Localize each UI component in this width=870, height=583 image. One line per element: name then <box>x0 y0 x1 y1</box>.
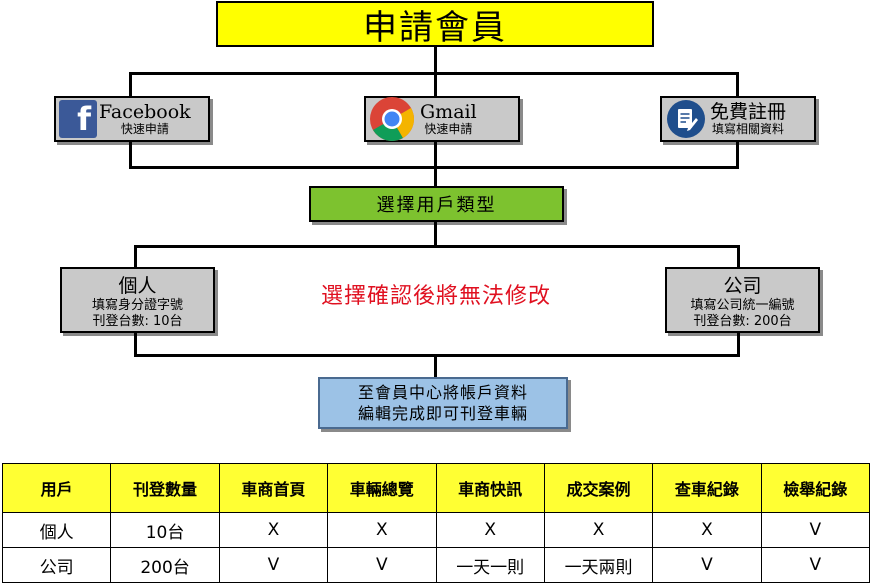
table-cell: 一天兩則 <box>543 547 654 583</box>
connector <box>134 245 137 267</box>
connector <box>434 354 437 377</box>
connector <box>434 72 437 96</box>
table-cell: V <box>760 547 870 583</box>
connector <box>129 142 132 168</box>
table-cell: X <box>652 512 762 548</box>
warning-text: 選擇確認後將無法修改 <box>320 284 551 309</box>
chrome-icon <box>370 97 414 141</box>
table-header-cell: 車商快訊 <box>435 463 545 513</box>
table-cell: 10台 <box>110 512 220 548</box>
page-title: 申請會員 <box>363 7 507 48</box>
finish-line1: 至會員中心將帳戶資料 <box>357 383 528 402</box>
option-title: 免費註冊 <box>710 100 787 123</box>
select-user-type[interactable]: 選擇用戶類型 <box>309 186 564 222</box>
table-header-cell: 車商首頁 <box>218 463 329 513</box>
connector <box>737 245 740 267</box>
connector <box>434 47 437 73</box>
table-cell: 一天一則 <box>435 547 545 583</box>
gmail-option[interactable]: Gmail 快速申請 <box>364 96 520 142</box>
table-cell: V <box>652 547 762 583</box>
company-line1: 填寫公司統一編號 <box>690 298 795 313</box>
table-header-cell: 檢舉紀錄 <box>760 463 870 513</box>
table-header-cell: 用戶 <box>1 463 112 513</box>
company-line2: 刊登台數: 200台 <box>693 314 792 329</box>
table-header-cell: 成交案例 <box>543 463 654 513</box>
table-cell: X <box>543 512 654 548</box>
option-subtitle: 快速申請 <box>120 121 169 136</box>
select-user-type-label: 選擇用戶類型 <box>376 195 497 216</box>
table-header-cell: 車輛總覽 <box>327 463 437 513</box>
table-row: 個人 10台 X X X X X V <box>1 512 870 548</box>
table-cell: 個人 <box>1 512 112 548</box>
connector <box>129 166 739 169</box>
table-cell: V <box>760 512 870 548</box>
table-cell: X <box>327 512 437 548</box>
table-cell: X <box>218 512 329 548</box>
option-title: Facebook <box>99 100 191 123</box>
table-cell: 公司 <box>1 547 112 583</box>
connector <box>129 72 132 96</box>
table-cell: V <box>218 547 329 583</box>
finish-box: 至會員中心將帳戶資料 編輯完成即可刊登車輛 <box>318 377 568 429</box>
table-cell: V <box>327 547 437 583</box>
table-row: 公司 200台 V V 一天一則 一天兩則 V V <box>1 547 870 583</box>
option-title: Gmail <box>420 100 477 123</box>
option-subtitle: 快速申請 <box>424 121 473 136</box>
table-cell: X <box>435 512 545 548</box>
table-cell: 200台 <box>110 547 220 583</box>
table-header-cell: 刊登數量 <box>110 463 220 513</box>
personal-line2: 刊登台數: 10台 <box>92 314 183 329</box>
company-title: 公司 <box>723 275 762 297</box>
title-box: 申請會員 <box>216 1 654 48</box>
connector <box>134 354 740 357</box>
connector <box>434 222 437 247</box>
personal-box[interactable]: 個人 填寫身分證字號 刊登台數: 10台 <box>60 267 215 333</box>
connector <box>736 142 739 168</box>
personal-line1: 填寫身分證字號 <box>91 298 183 313</box>
connector <box>134 245 740 248</box>
facebook-icon: f <box>59 100 97 138</box>
company-box[interactable]: 公司 填寫公司統一編號 刊登台數: 200台 <box>665 267 820 333</box>
facebook-option[interactable]: f Facebook 快速申請 <box>54 96 210 142</box>
register-option[interactable]: 免費註冊 填寫相關資料 <box>660 96 816 142</box>
finish-line2: 編輯完成即可刊登車輛 <box>357 404 528 423</box>
connector <box>736 72 739 96</box>
connector <box>434 142 437 186</box>
option-subtitle: 填寫相關資料 <box>712 121 785 136</box>
personal-title: 個人 <box>118 275 157 297</box>
connector <box>134 333 137 356</box>
register-icon <box>667 100 705 138</box>
table-header-cell: 查車紀錄 <box>652 463 762 513</box>
table-header-row: 用戶 刊登數量 車商首頁 車輛總覽 車商快訊 成交案例 查車紀錄 檢舉紀錄 <box>1 463 870 513</box>
connector <box>737 333 740 356</box>
features-table: 用戶 刊登數量 車商首頁 車輛總覽 車商快訊 成交案例 查車紀錄 檢舉紀錄 個人… <box>1 463 870 583</box>
